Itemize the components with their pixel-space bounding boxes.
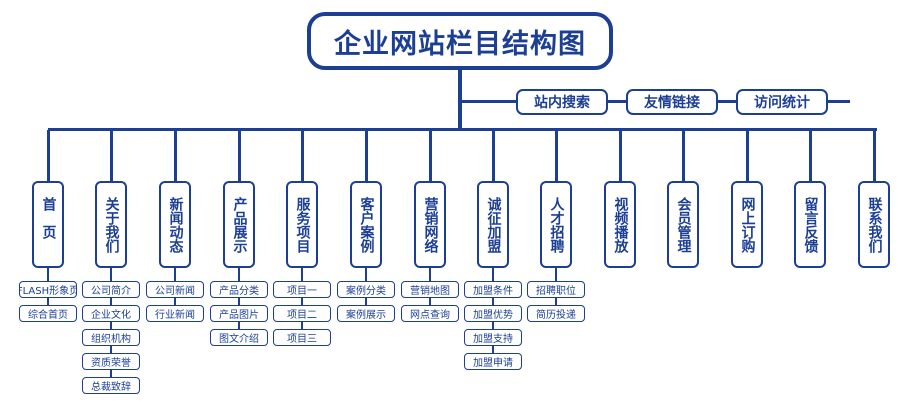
category-box: 新闻动态 — [159, 181, 191, 268]
subitem-box: 总裁致辞 — [82, 377, 140, 394]
subitem-box: 公司新闻 — [146, 281, 204, 298]
category-box: 服务项目 — [286, 181, 318, 268]
category-connector-line — [492, 130, 495, 181]
category-connector-line — [746, 130, 749, 181]
subitem-spine-line — [238, 268, 240, 337]
category-box: 人才招聘 — [540, 181, 572, 268]
utility-site-search: 站内搜索 — [516, 89, 608, 115]
category-connector-line — [809, 130, 812, 181]
category-box: 诚征加盟 — [477, 181, 509, 268]
category-box: 首页 — [32, 181, 64, 268]
category-connector-line — [873, 130, 876, 181]
category-bus-line — [48, 128, 877, 131]
subitem-box: 公司简介 — [82, 281, 140, 298]
category-box: 留言反馈 — [794, 181, 826, 268]
subitem-box: 加盟优势 — [464, 305, 522, 322]
subitem-box: 行业新闻 — [146, 305, 204, 322]
category-connector-line — [619, 130, 622, 181]
category-connector-line — [47, 130, 50, 181]
subitem-box: 产品分类 — [210, 281, 268, 298]
subitem-spine-line — [301, 268, 303, 337]
subitem-box: FLASH形象页 — [19, 281, 77, 298]
subitem-box: 加盟支持 — [464, 329, 522, 346]
diagram-title: 企业网站栏目结构图 — [307, 12, 613, 70]
subitem-box: 项目三 — [273, 329, 331, 346]
subitem-box: 案例分类 — [337, 281, 395, 298]
subitem-box: 加盟条件 — [464, 281, 522, 298]
category-box: 网上订购 — [731, 181, 763, 268]
subitem-box: 综合首页 — [19, 305, 77, 322]
subitem-box: 产品图片 — [210, 305, 268, 322]
subitem-box: 项目二 — [273, 305, 331, 322]
subitem-box: 网点查询 — [401, 305, 459, 322]
subitem-spine-line — [110, 268, 112, 385]
category-connector-line — [174, 130, 177, 181]
category-connector-line — [682, 130, 685, 181]
subitem-box: 资质荣誉 — [82, 353, 140, 370]
category-box: 视频播放 — [604, 181, 636, 268]
category-connector-line — [365, 130, 368, 181]
subitem-box: 加盟申请 — [464, 353, 522, 370]
category-connector-line — [555, 130, 558, 181]
subitem-box: 案例展示 — [337, 305, 395, 322]
subitem-box: 营销地图 — [401, 281, 459, 298]
category-box: 客户案例 — [350, 181, 382, 268]
category-box: 关于我们 — [95, 181, 127, 268]
category-connector-line — [238, 130, 241, 181]
subitem-box: 图文介绍 — [210, 329, 268, 346]
subitem-box: 项目一 — [273, 281, 331, 298]
subitem-box: 招聘职位 — [527, 281, 585, 298]
category-connector-line — [301, 130, 304, 181]
utility-friend-links: 友情链接 — [626, 89, 718, 115]
subitem-box: 组织机构 — [82, 329, 140, 346]
category-connector-line — [429, 130, 432, 181]
subitem-box: 简历投递 — [527, 305, 585, 322]
subitem-box: 企业文化 — [82, 305, 140, 322]
category-box: 产品展示 — [223, 181, 255, 268]
utility-visit-stats: 访问统计 — [736, 89, 828, 115]
category-box: 联系我们 — [858, 181, 890, 268]
category-box: 会员管理 — [667, 181, 699, 268]
category-box: 营销网络 — [414, 181, 446, 268]
category-connector-line — [110, 130, 113, 181]
